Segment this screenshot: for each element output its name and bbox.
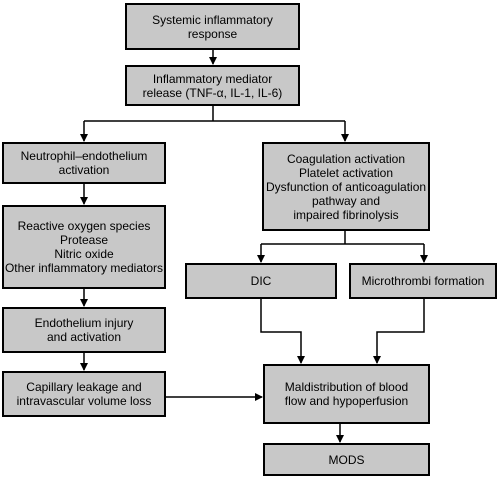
node-text-line: Microthrombi formation	[361, 274, 485, 288]
node-text-line: intravascular volume loss	[16, 394, 152, 408]
node-text-line: Nitric oxide	[54, 247, 114, 261]
node-text-line: Reactive oxygen species	[17, 219, 151, 233]
node-text-line: Inflammatory mediator	[152, 71, 273, 86]
node-text-line: DIC	[250, 274, 272, 288]
node-text-line: activation	[58, 163, 110, 177]
node-microthrombi-formation: Microthrombi formation	[349, 263, 497, 299]
node-text-line: Endothelium injury	[34, 316, 134, 330]
node-inflammatory-mediator-release: Inflammatory mediator release (TNF-α, IL…	[125, 65, 300, 106]
node-text-line: Coagulation activation	[286, 151, 406, 166]
node-text-line: MODS	[328, 452, 365, 467]
node-dic: DIC	[185, 263, 337, 299]
node-text-line: Capillary leakage and	[26, 380, 142, 394]
node-text-line: Neutrophil–endothelium	[20, 149, 148, 163]
node-coagulation-activation: Coagulation activation Platelet activati…	[262, 142, 430, 231]
node-text-line: release (TNF-α, IL-1, IL-6)	[142, 85, 283, 100]
arrow-microthrombi-to-maldistribution	[373, 299, 425, 364]
node-capillary-leakage: Capillary leakage and intravascular volu…	[2, 371, 166, 417]
node-text-line: Maldistribution of blood	[284, 380, 409, 394]
node-reactive-oxygen-species: Reactive oxygen species Protease Nitric …	[2, 205, 166, 289]
node-systemic-inflammatory-response: Systemic inflammatory response	[125, 3, 300, 50]
node-neutrophil-endothelium-activation: Neutrophil–endothelium activation	[2, 142, 166, 184]
node-text-line: pathway and	[311, 193, 381, 208]
node-maldistribution-of-blood-flow: Maldistribution of blood flow and hypope…	[263, 364, 430, 424]
node-text-line: Dysfunction of anticoagulation	[265, 179, 427, 194]
node-text-line: response	[187, 26, 238, 41]
node-text-line: flow and hypoperfusion	[284, 394, 409, 408]
node-text-line: Platelet activation	[298, 165, 394, 180]
node-text-line: impaired fibrinolysis	[293, 207, 399, 222]
node-mods: MODS	[263, 443, 430, 476]
node-text-line: Other inflammatory mediators	[4, 261, 164, 275]
arrow-dic-to-maldistribution	[260, 299, 305, 364]
node-endothelium-injury: Endothelium injury and activation	[2, 307, 166, 353]
node-text-line: Protease	[59, 233, 109, 247]
node-text-line: Systemic inflammatory	[152, 12, 273, 27]
node-text-line: and activation	[46, 330, 122, 344]
